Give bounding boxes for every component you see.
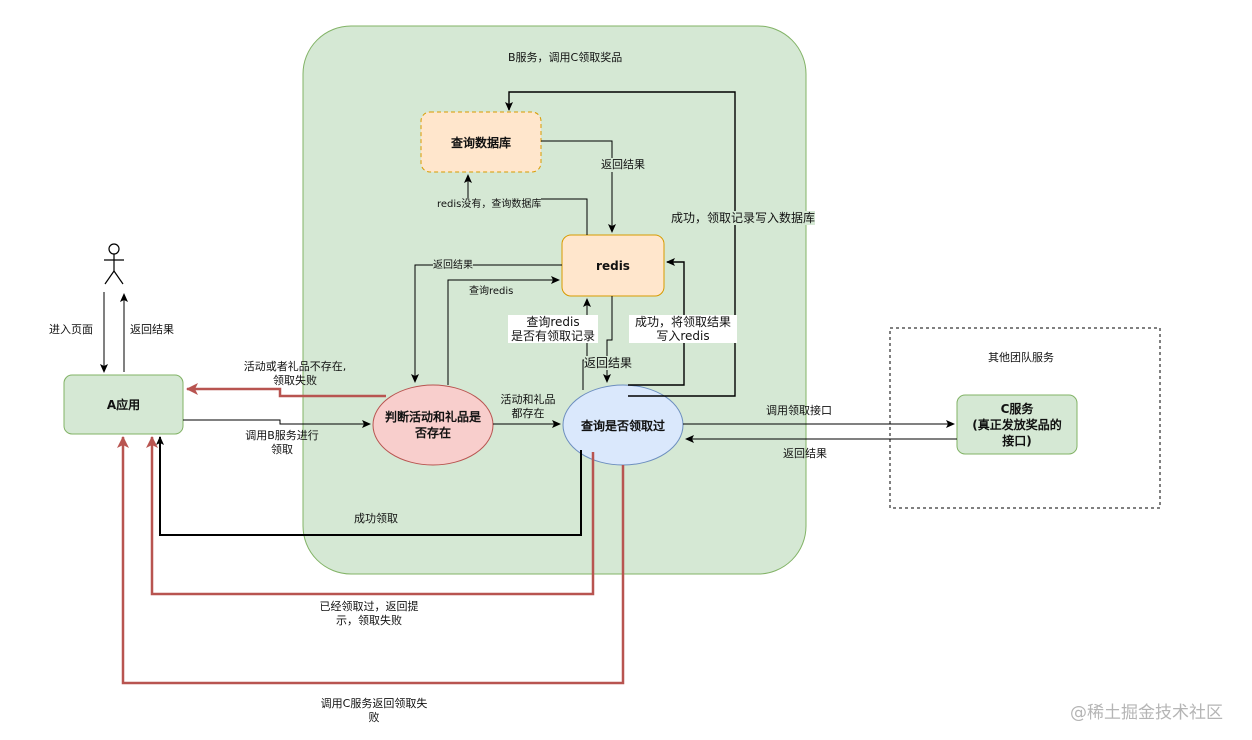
- edge-judge-query-redis: [447, 276, 560, 385]
- other-team-title: 其他团队服务: [988, 351, 1054, 364]
- label-redis-return-judge: 返回结果: [433, 259, 473, 273]
- label-both-exist: 活动和礼品 都存在: [500, 393, 556, 420]
- a-app-node[interactable]: A应用: [64, 375, 183, 434]
- judge-node[interactable]: 判断活动和礼品是 否存在: [373, 385, 493, 465]
- label-success-claim: 成功领取: [354, 512, 398, 525]
- c-service-node[interactable]: C服务 (真正发放奖品的 接口): [957, 395, 1077, 454]
- label-query-redis-record: 查询redis 是否有领取记录: [508, 315, 598, 343]
- query-db-shape: [420, 111, 542, 173]
- label-redis-return-check: 返回结果: [584, 356, 633, 370]
- check-claimed-label: 查询是否领取过: [580, 418, 665, 433]
- user-actor-icon: [104, 243, 124, 285]
- label-call-claim-api: 调用领取接口: [766, 404, 832, 417]
- label-success-write-db: 成功，领取记录写入数据库: [671, 211, 816, 225]
- edge-db-to-redis: [541, 140, 616, 233]
- edge-call-b: [183, 419, 371, 428]
- check-claimed-node[interactable]: 查询是否领取过: [563, 385, 683, 465]
- label-db-return: 返回结果: [601, 158, 645, 172]
- judge-label: 判断活动和礼品是 否存在: [384, 410, 481, 440]
- label-c-return: 返回结果: [783, 447, 827, 460]
- judge-shape: [372, 384, 494, 466]
- redis-label: redis: [596, 258, 630, 273]
- a-app-shape: [63, 374, 184, 435]
- label-already-claimed: 已经领取过，返回提 示，领取失败: [319, 600, 419, 627]
- label-call-b: 调用B服务进行 领取: [245, 429, 319, 456]
- label-return-user: 返回结果: [130, 323, 174, 336]
- query-db-node[interactable]: 查询数据库: [421, 112, 541, 172]
- label-activity-not-exist: 活动或者礼品不存在, 领取失败: [243, 360, 347, 387]
- c-service-label: C服务 (真正发放奖品的 接口): [972, 401, 1062, 448]
- edge-already-claimed: [146, 436, 595, 596]
- edge-success-write-db: [505, 91, 736, 397]
- label-success-write-redis: 成功，将领取结果 写入redis: [629, 315, 737, 343]
- label-query-redis: 查询redis: [469, 286, 514, 297]
- label-redis-no-query-db: redis没有，查询数据库: [437, 198, 542, 212]
- redis-node[interactable]: redis: [562, 235, 664, 296]
- edge-activity-not-exist: [186, 383, 386, 398]
- edge-success-claim: [156, 436, 582, 536]
- watermark-text: @稀土掘金技术社区: [1070, 703, 1223, 723]
- edge-redis-return-judge: [411, 264, 562, 383]
- b-service-container: [302, 25, 807, 575]
- c-service-shape: [956, 394, 1078, 455]
- b-service-title: B服务，调用C领取奖品: [508, 51, 623, 64]
- other-team-container: [889, 327, 1161, 509]
- edge-c-failed: [117, 436, 625, 685]
- query-db-label: 查询数据库: [450, 135, 511, 150]
- a-app-label: A应用: [106, 398, 141, 412]
- label-c-failed: 调用C服务返回领取失 败: [320, 697, 428, 724]
- label-enter-page: 进入页面: [49, 323, 93, 336]
